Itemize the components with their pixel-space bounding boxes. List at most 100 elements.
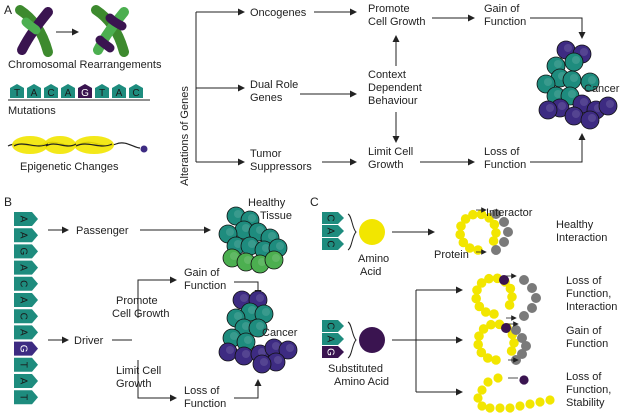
context-label-2: Dependent [368, 82, 422, 94]
residue [482, 353, 493, 363]
loi-label-2: Function, [566, 288, 611, 300]
cell-nucleus [239, 293, 249, 303]
los-label-3: Stability [566, 397, 605, 409]
limit-label-1: Limit Cell [368, 146, 413, 158]
residue [477, 385, 487, 395]
cell [538, 100, 558, 120]
residue [473, 339, 483, 350]
cell-nucleus [553, 59, 563, 69]
cell-nucleus [579, 97, 589, 107]
dna-letter: T [17, 394, 28, 400]
residue [476, 347, 487, 358]
dna-letter: A [17, 329, 28, 336]
mutation-letter: T [99, 88, 105, 99]
cell-nucleus [571, 55, 581, 65]
tumor-label-2: Suppressors [250, 161, 312, 173]
residue [458, 237, 469, 248]
cell-nucleus [275, 241, 285, 251]
protein-loss-interaction-icon [471, 273, 541, 321]
cell-nucleus [261, 307, 271, 317]
codon-tag [322, 212, 344, 224]
interactor-residue [499, 217, 509, 227]
context-label-1: Context [368, 69, 406, 81]
panel-c-label: C [310, 195, 319, 209]
dna-letter: G [17, 345, 28, 353]
sub-label-1: Substituted [328, 363, 383, 375]
dna-letter: A [17, 264, 28, 271]
healthy-label-1: Healthy [248, 197, 286, 209]
b-gain-label-2: Function [184, 280, 226, 292]
mutation-tag [112, 84, 126, 98]
chromosomal-label: Chromosomal Rearrangements [8, 59, 162, 71]
mutation-tag [10, 84, 24, 98]
codon-tag [322, 333, 344, 345]
residue [456, 221, 466, 231]
cell-nucleus [255, 225, 265, 235]
cell-nucleus [579, 47, 589, 57]
cell-nucleus [233, 311, 243, 321]
b-promote-label-1: Promote [116, 295, 158, 307]
mutation-tag [27, 84, 41, 98]
gain-label-2: Function [484, 16, 526, 28]
mutation-tag [95, 84, 109, 98]
alterations-label: Alterations of Genes [179, 86, 191, 186]
cell-nucleus [233, 209, 243, 219]
codon-letter: C [324, 322, 335, 329]
residue [491, 355, 501, 365]
loss-label-2: Function [484, 159, 526, 171]
cell-nucleus [225, 345, 235, 355]
dna-letter: C [17, 313, 28, 320]
residue [455, 229, 465, 240]
codon-mutated: CAG [322, 320, 344, 358]
residue [484, 273, 494, 284]
interactor-residue [511, 325, 521, 335]
dna-tag [14, 374, 38, 388]
protein-loss-stability-icon [473, 373, 555, 413]
dna-letter: G [17, 248, 28, 256]
mutation-letter: G [81, 88, 89, 99]
cell-nucleus [557, 101, 567, 111]
mutation-tag [129, 84, 143, 98]
residue [477, 401, 487, 411]
loss-label-1: Loss of [484, 146, 520, 158]
dna-letter: A [17, 378, 28, 385]
cell-nucleus [257, 347, 267, 357]
residue [483, 377, 493, 387]
chromosome-normal-icon [15, 5, 53, 57]
residue [474, 301, 485, 312]
interactor-residue [527, 283, 537, 293]
cell-nucleus [241, 349, 251, 359]
mutations-label: Mutations [8, 105, 56, 117]
cell [580, 72, 600, 92]
dna-letter: A [17, 232, 28, 239]
residue [473, 393, 483, 403]
codon-letter: A [324, 336, 335, 343]
oncogenes-label: Oncogenes [250, 7, 307, 19]
cancer-label-b: Cancer [262, 327, 298, 339]
mutation-letter: C [47, 88, 54, 99]
mutation-letter: A [65, 88, 72, 99]
protein-healthy-icon [455, 207, 513, 255]
residue [509, 338, 519, 348]
cell-nucleus [243, 255, 253, 265]
dual-role-label-1: Dual Role [250, 79, 298, 91]
residue [480, 307, 491, 317]
b-loss-label-1: Loss of [184, 385, 220, 397]
mutation-tag [78, 84, 92, 98]
loi-label-1: Loss of [566, 275, 602, 287]
c-gain-label-1: Gain of [566, 325, 602, 337]
cell-nucleus [257, 257, 267, 267]
cell-nucleus [229, 251, 239, 261]
cell-nucleus [247, 305, 257, 315]
cancer-label-a: Cancer [584, 83, 620, 95]
b-limit-label-2: Growth [116, 378, 151, 390]
mutation-letter: A [31, 88, 38, 99]
residue [472, 285, 482, 295]
residue [505, 283, 516, 294]
cell-nucleus [261, 243, 271, 253]
driver-label: Driver [74, 335, 104, 347]
cell-nucleus [587, 75, 597, 85]
